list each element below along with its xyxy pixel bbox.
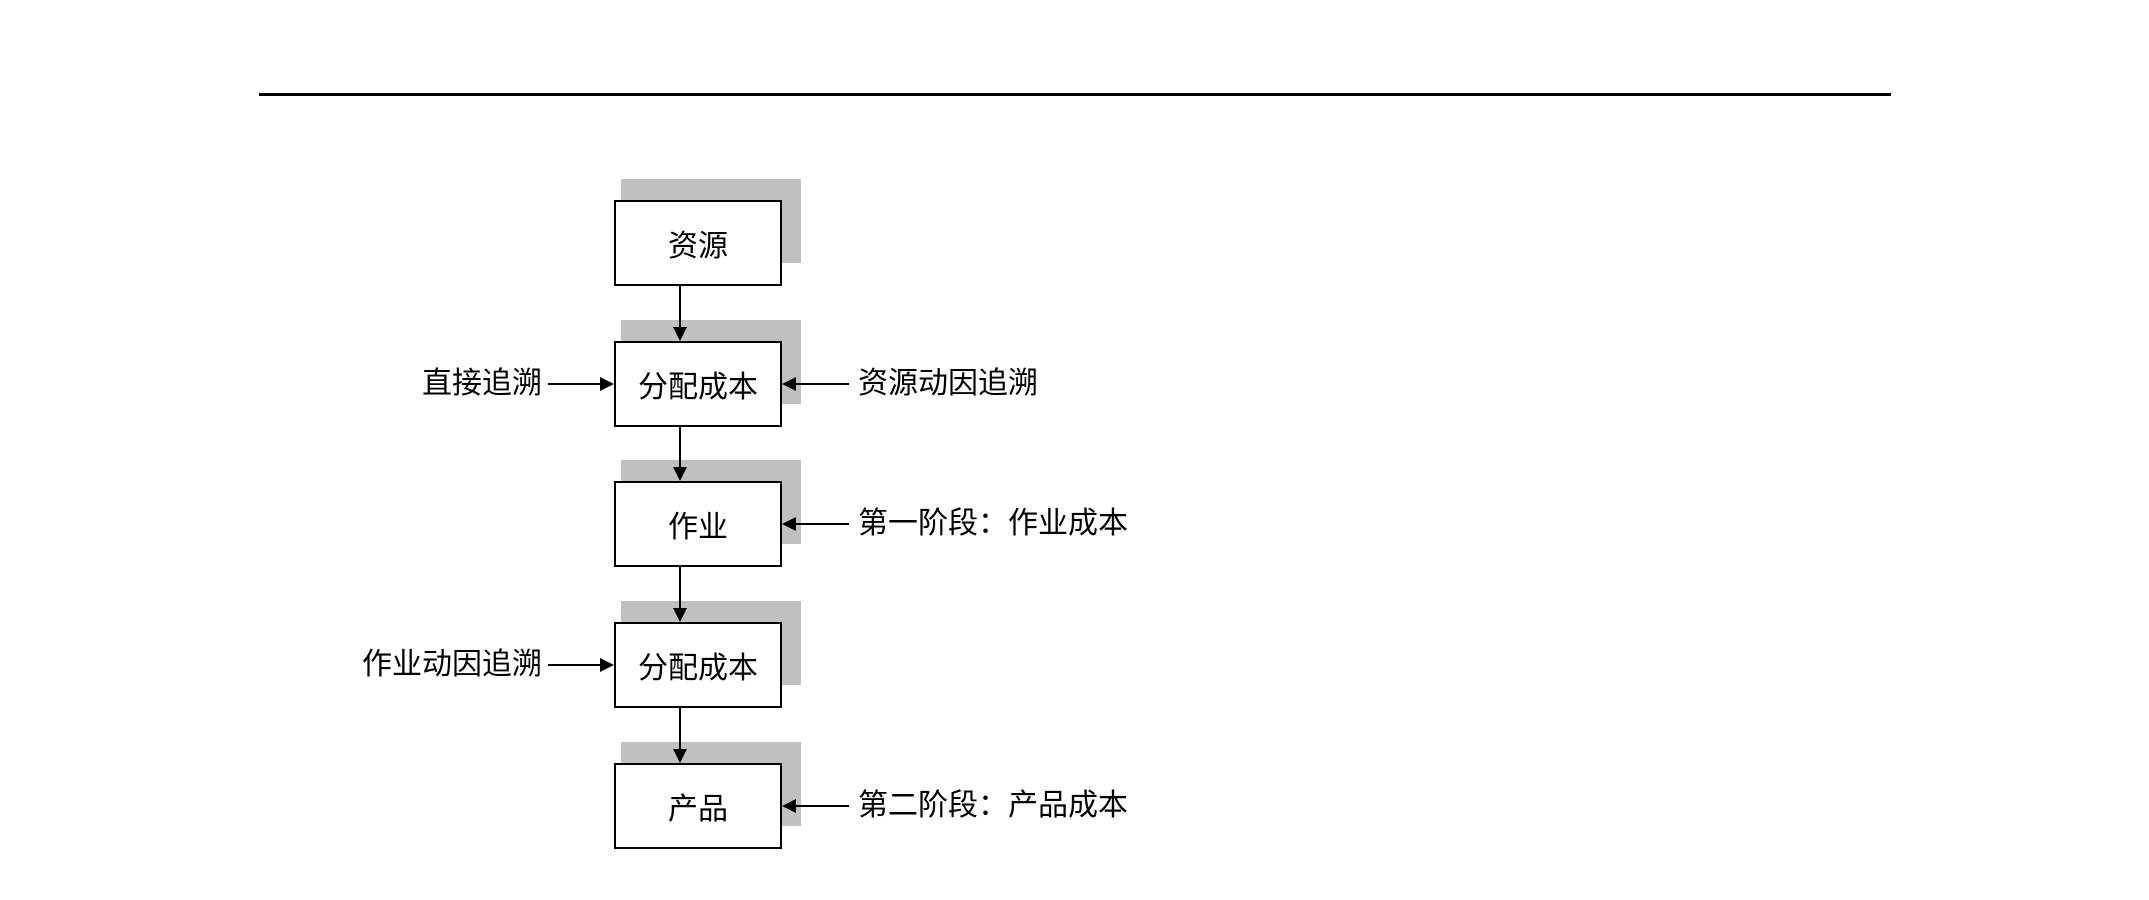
arrowhead-down-3 [673,608,687,622]
step-box-allocate-cost-2: 分配成本 [614,622,782,708]
step-box-allocate-cost-1: 分配成本 [614,341,782,427]
arrowhead-down-2 [673,467,687,481]
arrowhead-down-4 [673,749,687,763]
arrowhead-right-activity-driver [600,658,614,672]
arrowhead-left-stage-two [782,799,796,813]
label-stage-two: 第二阶段：产品成本 [858,788,1128,823]
arrowhead-down-1 [673,327,687,341]
top-divider-line [259,93,1891,96]
arrow-heads [600,327,796,813]
step-box-products: 产品 [614,763,782,849]
step-box-resources: 资源 [614,200,782,286]
label-stage-one: 第一阶段：作业成本 [858,506,1128,541]
arrow-lines [548,286,849,807]
label-resource-driver-tracing: 资源动因追溯 [858,366,1038,401]
arrowhead-right-direct-tracing [600,377,614,391]
arrowhead-left-resource-driver [782,377,796,391]
label-direct-tracing: 直接追溯 [422,366,542,401]
step-box-activities: 作业 [614,481,782,567]
label-activity-driver-tracing: 作业动因追溯 [362,647,542,682]
arrowhead-left-stage-one [782,517,796,531]
